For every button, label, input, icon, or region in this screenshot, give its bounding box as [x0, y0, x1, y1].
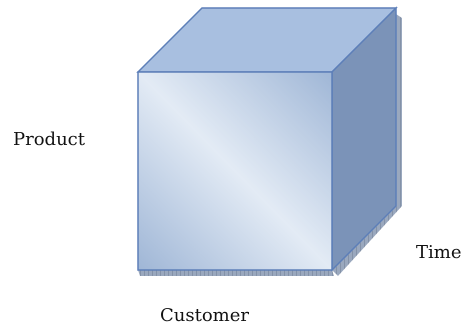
dimension-label-product: Product	[13, 129, 85, 150]
cube-front-face	[137, 71, 333, 271]
dimension-label-customer: Customer	[160, 305, 249, 326]
dimension-label-time: Time	[416, 242, 462, 263]
cube-shadow-bottom	[138, 270, 334, 276]
